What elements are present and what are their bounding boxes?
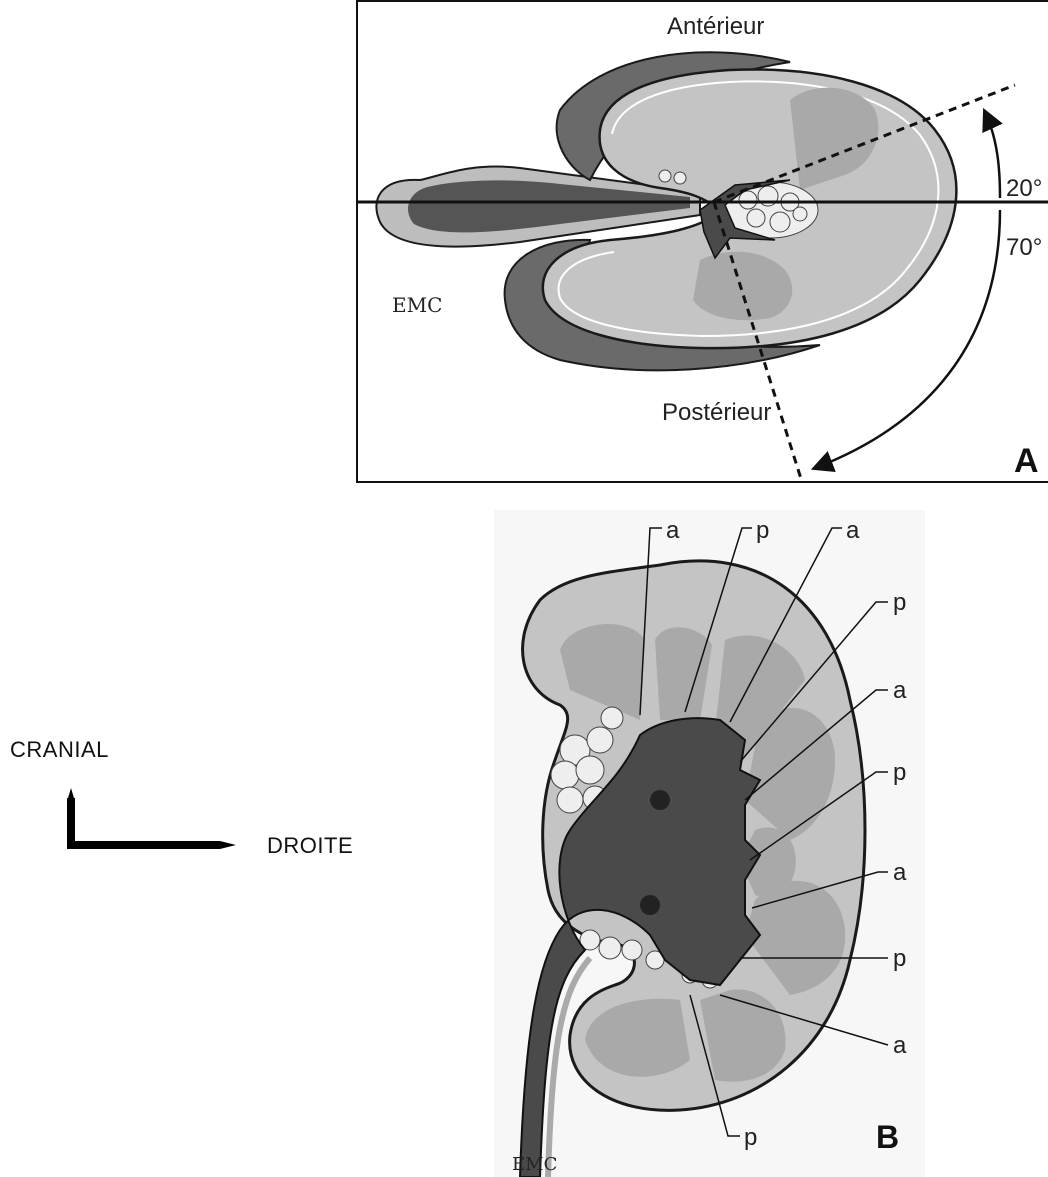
label-posterieur: Postérieur: [662, 399, 771, 426]
label-bottom-p: p: [744, 1124, 757, 1151]
label-top-p: p: [756, 517, 769, 544]
label-angle-20: 20°: [1006, 175, 1042, 202]
infundibulum-opening-upper: [650, 790, 670, 810]
orientation-indicator: [67, 788, 236, 849]
label-right-5: p: [893, 945, 906, 972]
label-right-4: a: [893, 859, 907, 886]
panel-b-letter: B: [876, 1119, 899, 1155]
panel-a-transverse-section: Antérieur Postérieur 20° 70° EMC A: [357, 1, 1048, 482]
label-angle-70: 70°: [1006, 234, 1042, 261]
droite-arrow: [67, 841, 236, 849]
label-right-1: p: [893, 589, 906, 616]
infundibulum-opening-lower: [640, 895, 660, 915]
label-anterieur: Antérieur: [667, 13, 764, 40]
label-top-a1: a: [666, 517, 680, 544]
label-top-a2: a: [846, 517, 860, 544]
panel-b-coronal-section: a p a p a p a p a p EMC B: [494, 510, 925, 1177]
label-cranial: CRANIAL: [10, 737, 109, 763]
label-right-3: p: [893, 759, 906, 786]
label-droite: DROITE: [267, 833, 353, 859]
emc-logo-a: EMC: [392, 293, 442, 317]
panel-a-letter: A: [1014, 442, 1039, 480]
label-right-2: a: [893, 677, 907, 704]
label-right-6: a: [893, 1032, 907, 1059]
emc-logo-b: EMC: [512, 1154, 557, 1175]
